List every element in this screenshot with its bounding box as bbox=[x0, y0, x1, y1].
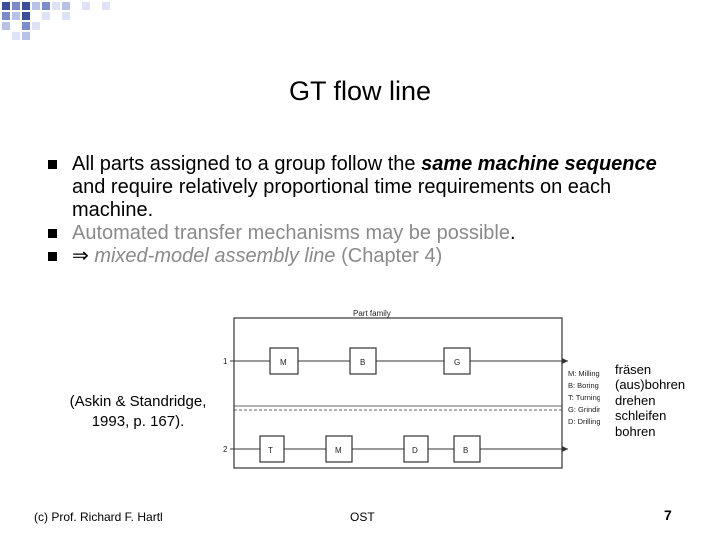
bullet-marker-icon bbox=[48, 229, 57, 238]
citation: (Askin & Standridge, 1993, p. 167). bbox=[69, 393, 207, 430]
term: schleifen bbox=[615, 408, 667, 424]
machine-label: M bbox=[335, 446, 342, 455]
machine-label: T bbox=[268, 446, 273, 455]
term: drehen bbox=[615, 392, 656, 408]
term: (aus)bohren bbox=[615, 377, 686, 393]
machine-label: B bbox=[360, 358, 365, 367]
page-number: 7 bbox=[664, 507, 672, 523]
term: fräsen bbox=[615, 362, 652, 377]
bullet-marker-icon bbox=[48, 252, 57, 261]
footer-author: (c) Prof. Richard F. Hartl bbox=[34, 510, 163, 524]
flow-line-figure: Part family 1 M B G 2 T M D B M: Milling… bbox=[218, 308, 606, 470]
bullet-item: Automated transfer mechanisms may be pos… bbox=[48, 222, 688, 245]
legend-entry: M: Milling bbox=[568, 369, 600, 378]
line-number: 1 bbox=[223, 357, 228, 366]
bullet-marker-icon bbox=[48, 160, 57, 169]
german-terms: fräsen (aus)bohren drehen schleifen bohr… bbox=[615, 362, 685, 439]
machine-label: G bbox=[454, 358, 460, 367]
machine-label: B bbox=[463, 446, 468, 455]
legend-entry: B: Boring bbox=[568, 381, 599, 390]
slide-title: GT flow line bbox=[288, 76, 432, 106]
machine-label: D bbox=[412, 446, 418, 455]
bullet-item: All parts assigned to a group follow the… bbox=[48, 153, 688, 222]
line-number: 2 bbox=[223, 445, 228, 454]
footer-center: OST bbox=[350, 510, 375, 524]
bullet-list: All parts assigned to a group follow the… bbox=[48, 153, 688, 268]
implies-arrow-icon: ⇒ bbox=[72, 245, 89, 267]
legend-entry: D: Drilling bbox=[568, 417, 600, 426]
machine-label: M bbox=[280, 358, 287, 367]
legend-entry: G: Grinding bbox=[568, 405, 600, 414]
bullet-item: ⇒ mixed-model assembly line (Chapter 4) bbox=[48, 245, 688, 268]
part-family-label: Part family bbox=[353, 309, 391, 318]
corner-decoration bbox=[0, 0, 200, 48]
flow-line-diagram: Part family 1 M B G 2 T M D B M: Milling… bbox=[223, 309, 606, 469]
legend-entry: T: Turning bbox=[568, 393, 600, 402]
term: bohren bbox=[615, 423, 656, 439]
